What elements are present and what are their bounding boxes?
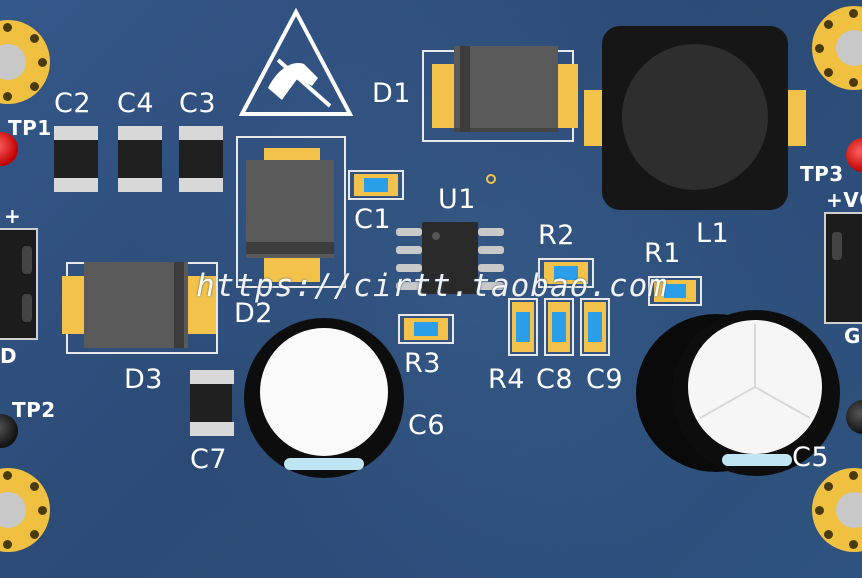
label-u1: U1: [438, 184, 476, 215]
diode-d3-pad-right: [186, 276, 216, 334]
test-point-tp2: [0, 414, 18, 448]
label-c1: C1: [354, 204, 392, 235]
label-r3: R3: [404, 348, 441, 379]
diode-d2-pad-bottom: [264, 256, 320, 282]
diode-d2-body: [246, 160, 334, 258]
label-gnd-left: D: [0, 344, 18, 368]
test-point-tp1: [0, 132, 18, 166]
capacitor-c3: [179, 126, 223, 192]
capacitor-c7: [190, 370, 234, 436]
mounting-hole-top-right: [812, 6, 862, 90]
via-near-u1: [486, 174, 496, 184]
label-plus-left: +: [4, 204, 22, 228]
label-d3: D3: [124, 364, 163, 395]
ic-u1-pins: [396, 224, 504, 294]
terminal-block-right: [824, 212, 862, 324]
label-d2: D2: [234, 298, 273, 329]
label-c8: C8: [536, 364, 574, 395]
resistor-r2: [544, 262, 588, 284]
resistor-r1: [654, 280, 696, 302]
terminal-block-left: [0, 228, 38, 340]
label-c2: C2: [54, 88, 92, 119]
resistor-r1-outline: [648, 276, 702, 306]
label-d1: D1: [372, 78, 411, 109]
component-r4-outline: [508, 298, 538, 356]
label-gnd-right: G: [844, 324, 861, 348]
label-tp3: TP3: [800, 162, 844, 186]
mounting-hole-bottom-right: [812, 468, 862, 552]
label-c3: C3: [179, 88, 217, 119]
capacitor-c4: [118, 126, 162, 192]
mounting-hole-bottom-left: [0, 468, 50, 552]
label-c6: C6: [408, 410, 446, 441]
capacitor-c9: [584, 302, 606, 352]
label-c5: C5: [792, 442, 830, 473]
component-c9-outline: [580, 298, 610, 356]
resistor-r2-outline: [538, 258, 594, 288]
label-c9: C9: [586, 364, 624, 395]
capacitor-c6: [244, 318, 404, 478]
diode-d1-body: [454, 46, 558, 132]
label-vcc: +VC: [826, 188, 862, 212]
label-r4: R4: [488, 364, 525, 395]
esd-warning-icon: [238, 8, 354, 116]
resistor-r3: [404, 318, 448, 340]
watermark: https://cirtt.taobao.com: [196, 268, 668, 304]
capacitor-c5: [672, 310, 840, 476]
mounting-hole-top-left: [0, 20, 50, 104]
diode-d2-outline: [236, 136, 346, 288]
resistor-r4: [512, 302, 534, 352]
capacitor-c1: [354, 174, 398, 196]
resistor-r3-outline: [398, 314, 454, 344]
test-point-tp3: [846, 138, 862, 172]
diode-d3-body: [84, 262, 188, 348]
label-l1: L1: [696, 218, 730, 249]
test-point-right-lower: [846, 400, 862, 434]
label-c7: C7: [190, 444, 228, 475]
inductor-l1-body: [602, 26, 788, 210]
ic-u1: [422, 222, 478, 294]
capacitor-c2: [54, 126, 98, 192]
label-tp1: TP1: [8, 116, 52, 140]
label-r2: R2: [538, 220, 575, 251]
capacitor-c1-outline: [348, 170, 404, 200]
capacitor-c8: [548, 302, 570, 352]
component-c8-outline: [544, 298, 574, 356]
label-c4: C4: [117, 88, 155, 119]
label-tp2: TP2: [12, 398, 56, 422]
label-r1: R1: [644, 238, 681, 269]
